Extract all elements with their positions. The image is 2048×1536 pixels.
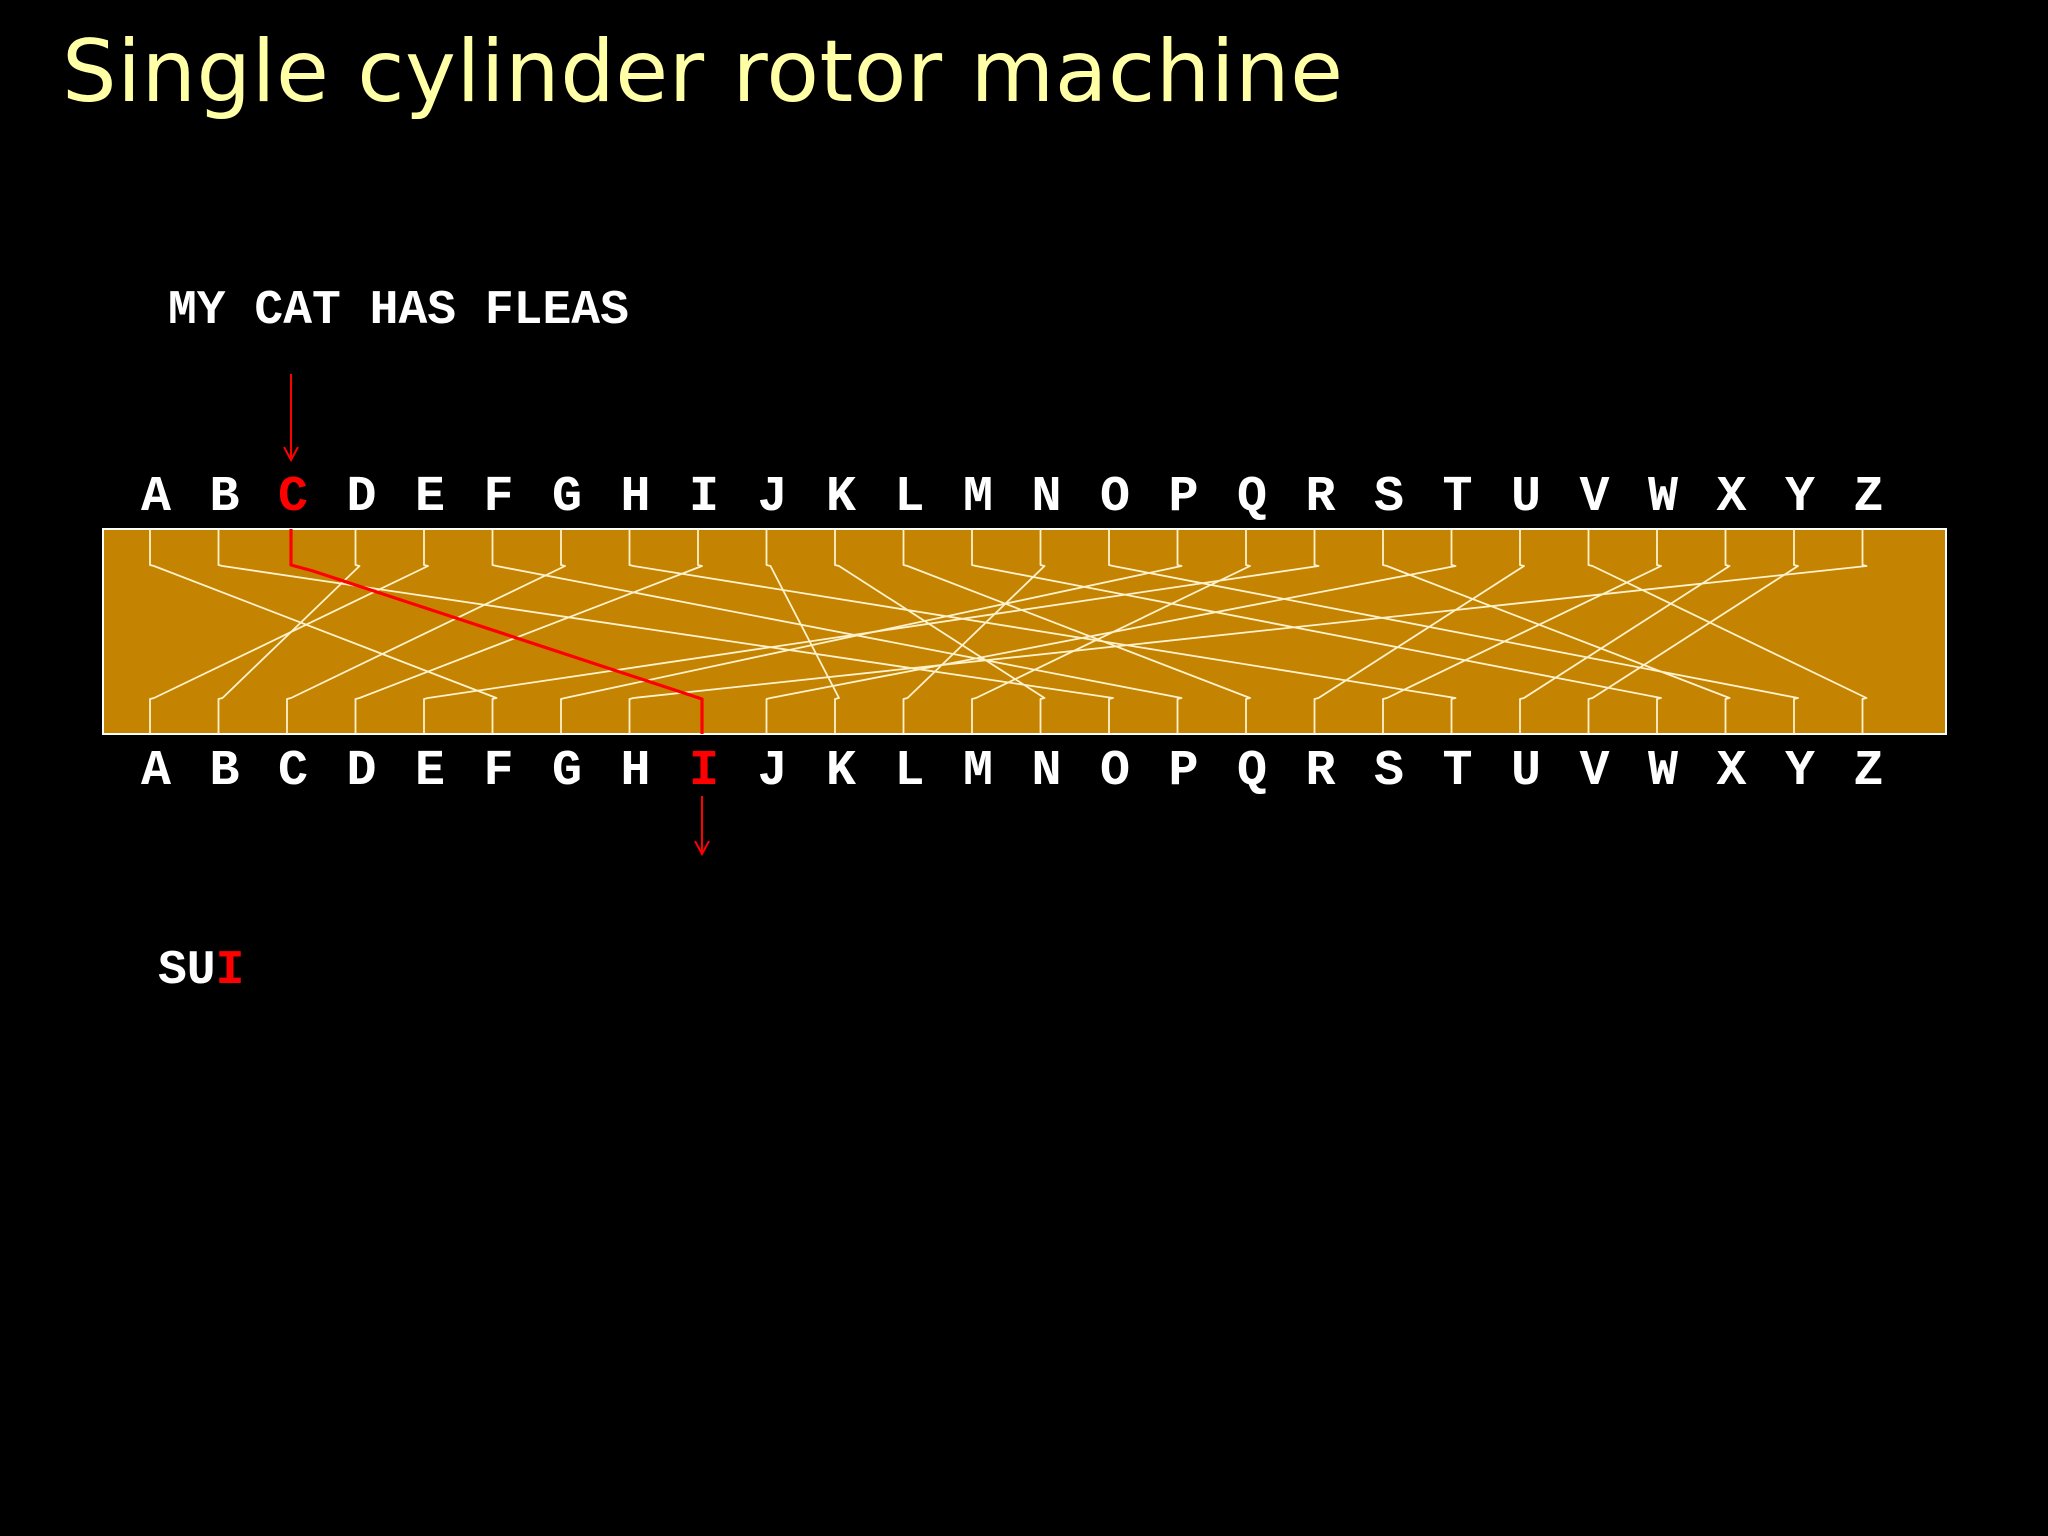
input-letter-x: X [1716,469,1746,526]
wire-j-to-k [765,529,840,734]
active-signal-path [283,374,710,857]
wire-u-to-r [1313,529,1525,734]
input-letter-f: F [483,469,513,526]
wire-g-to-c [286,529,566,734]
wire-o-to-y [1108,529,1799,734]
input-letter-v: V [1579,469,1609,526]
input-letter-m: M [963,469,993,526]
wire-z-to-h [628,529,1868,734]
input-letter-e: E [415,469,445,526]
input-arrow-head [283,446,299,463]
input-letter-r: R [1305,469,1335,526]
wire-n-to-l [902,529,1046,734]
wire-m-to-w [971,529,1662,734]
wire-a-to-f [149,529,498,734]
output-letter-g: G [552,743,582,800]
wire-x-to-u [1519,529,1731,734]
slide-title: Single cylinder rotor machine [62,22,1344,122]
input-letter-c: C [278,469,308,526]
output-arrow-head [694,840,710,857]
input-letter-q: Q [1237,469,1267,526]
wire-i-to-d [354,529,703,734]
input-letter-w: W [1648,469,1678,526]
wire-b-to-o [217,529,1114,734]
wire-r-to-e [423,529,1320,734]
output-letter-p: P [1168,743,1198,800]
output-letter-r: R [1305,743,1335,800]
output-letter-x: X [1716,743,1746,800]
output-letter-f: F [483,743,513,800]
output-letter-w: W [1648,743,1678,800]
output-letter-l: L [894,743,924,800]
input-letter-s: S [1374,469,1404,526]
wire-s-to-x [1382,529,1731,734]
output-letter-h: H [620,743,650,800]
output-letter-s: S [1374,743,1404,800]
wire-l-to-q [902,529,1251,734]
input-letter-u: U [1511,469,1541,526]
input-letter-n: N [1031,469,1061,526]
wire-h-to-t [628,529,1457,734]
output-letter-j: J [757,743,787,800]
wire-v-to-z [1587,529,1868,734]
input-letter-z: Z [1853,469,1883,526]
wire-f-to-p [491,529,1183,734]
output-letter-n: N [1031,743,1061,800]
ciphertext-output: SUI [158,944,244,998]
input-letter-a: A [141,469,171,526]
output-letter-q: Q [1237,743,1267,800]
output-letter-z: Z [1853,743,1883,800]
output-letter-d: D [346,743,376,800]
rotor-wiring [149,529,1868,734]
input-letter-b: B [209,469,239,526]
wire-w-to-s [1382,529,1662,734]
rotor-cylinder [102,528,1947,735]
input-letter-h: H [620,469,650,526]
output-letter-a: A [141,743,171,800]
input-letter-y: Y [1785,469,1815,526]
ciphertext-current-letter: I [215,944,245,998]
wire-k-to-n [834,529,1046,734]
wire-t-to-j [765,529,1457,734]
output-letter-u: U [1511,743,1541,800]
output-letter-i: I [689,743,719,800]
plaintext-message: MY CAT HAS FLEAS [168,284,629,338]
output-letter-e: E [415,743,445,800]
input-letter-l: L [894,469,924,526]
input-letter-k: K [826,469,856,526]
input-letter-d: D [346,469,376,526]
output-letter-o: O [1100,743,1130,800]
input-letter-t: T [1442,469,1472,526]
wire-e-to-a [149,529,429,734]
active-wire [289,529,704,734]
output-letter-t: T [1442,743,1472,800]
input-letter-p: P [1168,469,1198,526]
input-letter-o: O [1100,469,1130,526]
input-letter-j: J [757,469,787,526]
output-letter-c: C [278,743,308,800]
output-letter-k: K [826,743,856,800]
output-letter-b: B [209,743,239,800]
output-letter-y: Y [1785,743,1815,800]
input-letter-g: G [552,469,582,526]
ciphertext-done: SU [158,944,216,998]
wire-y-to-v [1587,529,1799,734]
output-letter-m: M [963,743,993,800]
input-letter-i: I [689,469,719,526]
output-letter-v: V [1579,743,1609,800]
